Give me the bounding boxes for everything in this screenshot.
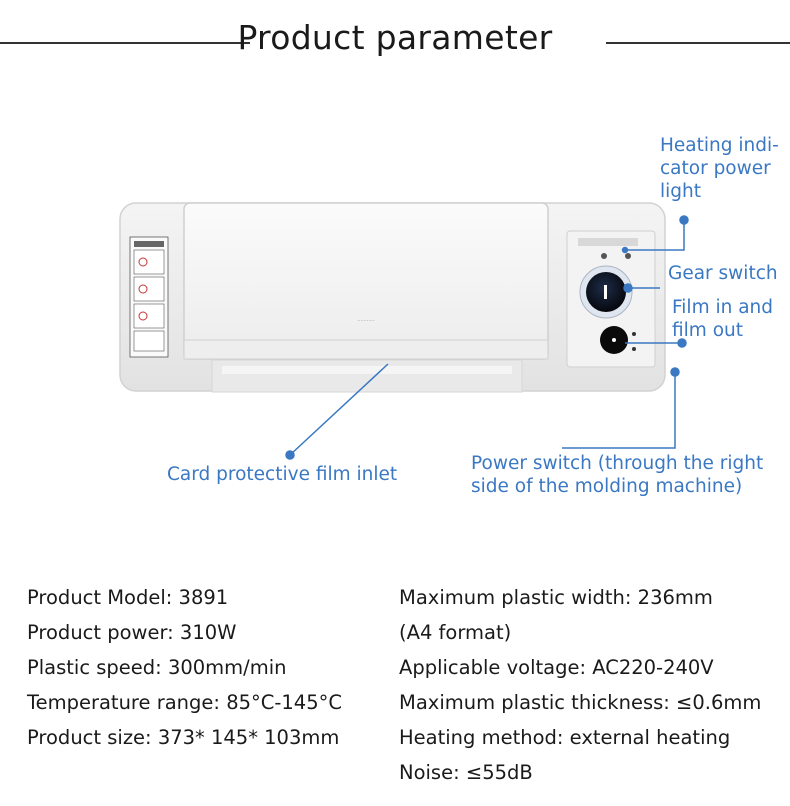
- callout-film-in-out-line-1: Film in and: [672, 297, 774, 318]
- laminator-lid: ···········: [183, 202, 549, 360]
- callout-heating-indicator-line-1: Heating indi-: [660, 135, 779, 156]
- spec-plastic-speed: Plastic speed: 300mm/min: [27, 656, 287, 679]
- specs-right-column: Maximum plastic width: 236mm (A4 format)…: [399, 580, 761, 790]
- callout-power-switch: Power switch (through the right side of …: [471, 452, 763, 498]
- callout-power-switch-line-2: side of the molding machine): [471, 476, 743, 497]
- callout-card-film-inlet: Card protective film inlet: [167, 464, 398, 485]
- spec-product-model: Product Model: 3891: [27, 586, 229, 609]
- svg-text:···········: ···········: [357, 318, 375, 324]
- header-rule-left: [0, 42, 250, 44]
- spec-noise: Noise: ≤55dB: [399, 761, 533, 784]
- spec-max-plastic-thickness: Maximum plastic thickness: ≤0.6mm: [399, 691, 762, 714]
- specs-left-column: Product Model: 3891 Product power: 310W …: [27, 580, 342, 755]
- spec-max-plastic-width: Maximum plastic width: 236mm: [399, 586, 713, 609]
- callout-heating-indicator-line-2: cator power: [660, 158, 771, 179]
- spec-product-size: Product size: 373* 145* 103mm: [27, 726, 340, 749]
- callout-gear-switch: Gear switch: [668, 263, 778, 284]
- spec-product-power: Product power: 310W: [27, 621, 237, 644]
- callout-leaders: [285, 215, 689, 460]
- spec-temperature-range: Temperature range: 85°C-145°C: [27, 691, 342, 714]
- callout-power-switch-line-1: Power switch (through the right: [471, 453, 764, 474]
- callout-film-in-out: Film in and film out: [672, 296, 773, 342]
- callout-heating-indicator-line-3: light: [660, 181, 702, 202]
- page-title: Product parameter: [237, 18, 553, 57]
- spec-heating-method: Heating method: external heating: [399, 726, 731, 749]
- header-rule-right: [606, 42, 790, 44]
- callout-heating-indicator: Heating indi- cator power light: [660, 134, 779, 203]
- control-panel: [566, 230, 656, 368]
- callout-film-in-out-line-2: film out: [672, 320, 743, 341]
- laminator-illustration: ···········: [119, 202, 689, 460]
- spec-a4-format: (A4 format): [399, 621, 512, 644]
- spec-applicable-voltage: Applicable voltage: AC220-240V: [399, 656, 714, 679]
- warning-label: [129, 236, 169, 358]
